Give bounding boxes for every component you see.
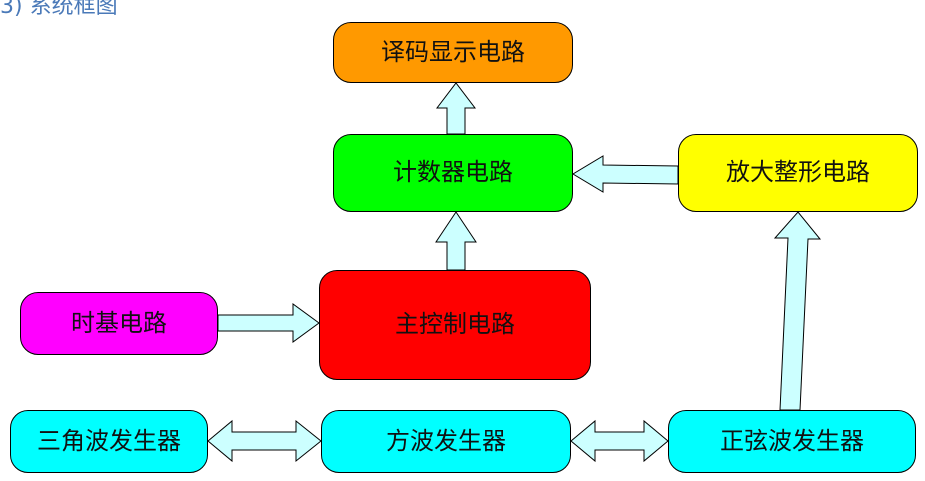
sine-wave-generator-block: 正弦波发生器 <box>668 410 916 473</box>
triangle-wave-generator-label: 三角波发生器 <box>37 426 181 455</box>
arrow-triangle-square <box>207 419 322 463</box>
square-wave-generator-label: 方波发生器 <box>386 426 506 455</box>
arrow-sine-to-amplifier <box>773 211 822 411</box>
decode-display-circuit-label: 译码显示电路 <box>381 37 525 66</box>
sine-wave-generator-label: 正弦波发生器 <box>720 426 864 455</box>
arrow-main-to-counter <box>435 211 477 271</box>
amplifier-shaping-circuit-label: 放大整形电路 <box>726 158 870 187</box>
timebase-circuit-label: 时基电路 <box>71 308 167 337</box>
main-control-circuit-block: 主控制电路 <box>319 270 591 380</box>
section-heading: 3) 系统框图 <box>0 0 118 19</box>
arrow-square-sine <box>570 419 669 463</box>
decode-display-circuit-block: 译码显示电路 <box>333 22 573 83</box>
square-wave-generator-block: 方波发生器 <box>321 410 571 473</box>
arrow-counter-to-decode <box>435 82 477 135</box>
timebase-circuit-block: 时基电路 <box>20 292 218 355</box>
arrow-timebase-to-main <box>217 303 320 343</box>
counter-circuit-label: 计数器电路 <box>393 158 513 187</box>
amplifier-shaping-circuit-block: 放大整形电路 <box>678 134 918 212</box>
counter-circuit-block: 计数器电路 <box>333 134 573 212</box>
triangle-wave-generator-block: 三角波发生器 <box>10 410 208 473</box>
arrow-amplifier-to-counter <box>572 155 679 193</box>
main-control-circuit-label: 主控制电路 <box>395 310 515 339</box>
